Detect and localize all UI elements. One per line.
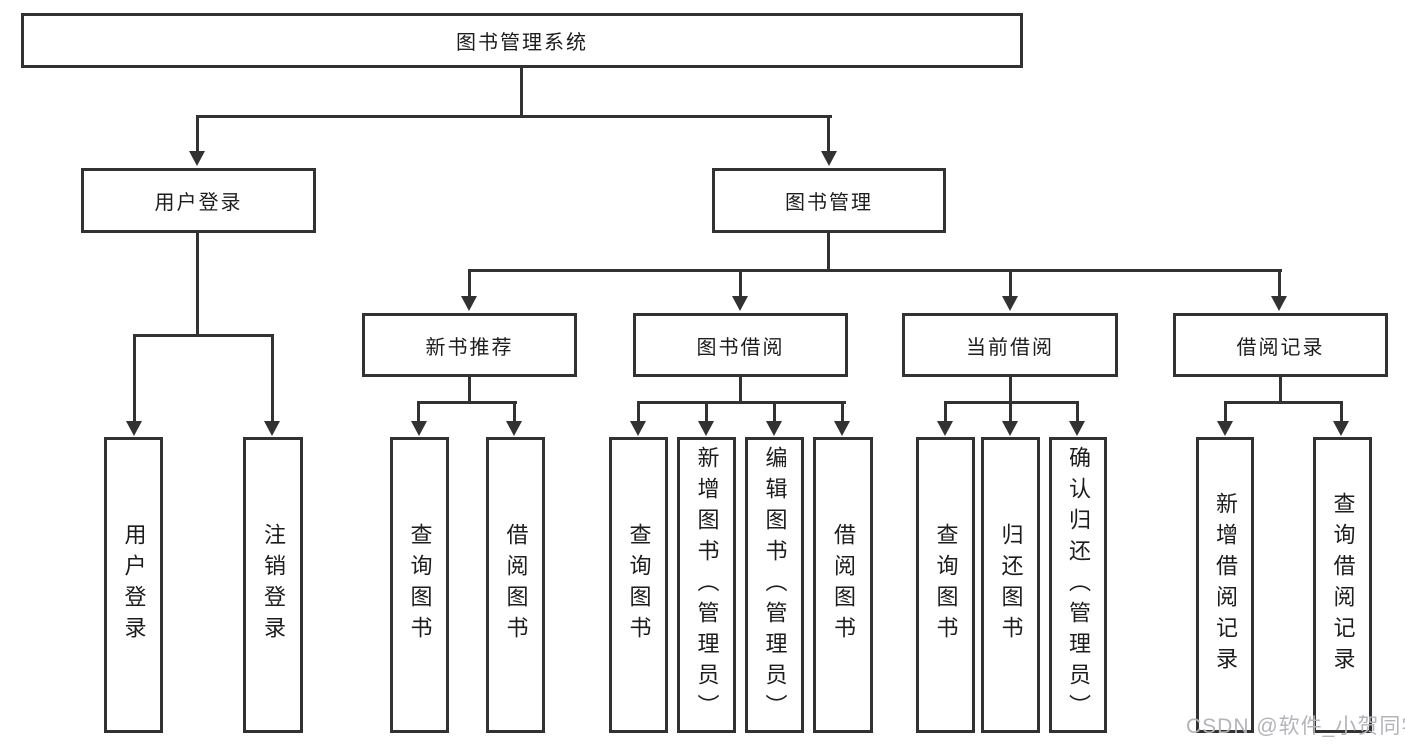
node-label: 当前借阅 — [966, 336, 1054, 359]
node-label: 编辑图书（管理员） — [762, 445, 788, 725]
connector-mgmt-stem — [827, 233, 830, 272]
connector-mgmt-drop-4 — [1278, 269, 1281, 297]
arrow-down-icon — [1271, 296, 1287, 311]
node-label: 用户登录 — [121, 523, 147, 647]
connector-login-stem — [196, 233, 199, 336]
connector-borrow-hline — [637, 401, 846, 404]
leaf-query-borrow-record: 查询借阅记录 — [1313, 437, 1372, 733]
leaf-confirm-return-admin: 确认归还（管理员） — [1049, 437, 1107, 733]
node-label: 查询图书 — [407, 523, 433, 647]
connector-borrow-drop-3 — [773, 401, 776, 422]
node-label: 查询图书 — [626, 523, 652, 647]
connector-current-stem — [1009, 377, 1012, 404]
connector-login-drop-1 — [133, 334, 136, 422]
arrow-down-icon — [834, 421, 850, 436]
node-label: 用户登录 — [154, 192, 243, 214]
arrow-down-icon — [1002, 421, 1018, 436]
node-label: 借阅图书 — [503, 523, 529, 647]
node-new-book-recommend: 新书推荐 — [362, 313, 577, 377]
leaf-add-book-admin: 新增图书（管理员） — [677, 437, 736, 733]
arrow-down-icon — [126, 421, 142, 436]
node-user-login: 用户登录 — [81, 168, 316, 233]
arrow-down-icon — [698, 421, 714, 436]
node-label: 新增借阅记录 — [1213, 492, 1238, 678]
node-book-borrowing: 图书借阅 — [633, 313, 848, 377]
leaf-query-book-recommend: 查询图书 — [390, 437, 449, 733]
leaf-query-book-current: 查询图书 — [916, 437, 975, 733]
connector-current-drop-2 — [1009, 401, 1012, 422]
arrow-down-icon — [937, 421, 953, 436]
connector-current-drop-1 — [944, 401, 947, 422]
connector-mgmt-hline — [468, 269, 1282, 272]
leaf-query-book-borrowing: 查询图书 — [609, 437, 668, 733]
connector-current-drop-3 — [1076, 401, 1079, 422]
connector-record-drop-2 — [1340, 401, 1343, 422]
node-label: 查询借阅记录 — [1330, 492, 1356, 678]
arrow-down-icon — [264, 421, 280, 436]
node-label: 图书管理系统 — [456, 32, 588, 54]
connector-mgmt-drop-1 — [468, 269, 471, 297]
node-label: 注销登录 — [261, 523, 286, 647]
connector-newbook-stem — [468, 377, 471, 404]
arrow-down-icon — [766, 421, 782, 436]
connector-record-hline — [1224, 401, 1343, 404]
leaf-logout: 注销登录 — [243, 437, 303, 733]
connector-root-right-drop — [827, 115, 830, 155]
connector-mgmt-drop-2 — [739, 269, 742, 297]
connector-record-drop-1 — [1224, 401, 1227, 422]
node-book-management: 图书管理 — [712, 168, 946, 233]
node-label: 借阅记录 — [1236, 336, 1325, 359]
leaf-borrow-book-recommend: 借阅图书 — [486, 437, 545, 733]
connector-newbook-drop-1 — [417, 401, 420, 422]
node-label: 归还图书 — [998, 523, 1024, 647]
node-label: 新增图书（管理员） — [694, 445, 720, 725]
connector-root-left-drop — [196, 115, 199, 155]
node-label: 图书管理 — [785, 192, 873, 214]
connector-login-hline — [133, 334, 274, 337]
leaf-add-borrow-record: 新增借阅记录 — [1196, 437, 1254, 733]
leaf-borrow-book-borrowing: 借阅图书 — [813, 437, 873, 733]
node-label: 查询图书 — [933, 523, 959, 647]
arrow-down-icon — [630, 421, 646, 436]
node-label: 图书借阅 — [696, 336, 785, 359]
node-current-borrowing: 当前借阅 — [902, 313, 1118, 377]
connector-mgmt-drop-3 — [1009, 269, 1012, 297]
connector-borrow-drop-4 — [841, 401, 844, 422]
connector-record-stem — [1279, 377, 1282, 404]
leaf-return-book: 归还图书 — [981, 437, 1040, 733]
arrow-down-icon — [1002, 296, 1018, 311]
node-label: 借阅图书 — [831, 523, 856, 647]
arrow-down-icon — [506, 421, 522, 436]
connector-borrow-drop-1 — [637, 401, 640, 422]
arrow-down-icon — [1217, 421, 1233, 436]
connector-newbook-hline — [417, 401, 517, 404]
leaf-user-login: 用户登录 — [104, 437, 163, 733]
connector-borrow-drop-2 — [705, 401, 708, 422]
connector-root-stem — [520, 68, 523, 118]
connector-borrow-stem — [739, 377, 742, 404]
node-root-library-system: 图书管理系统 — [21, 13, 1023, 68]
node-borrow-records: 借阅记录 — [1173, 313, 1388, 377]
arrow-down-icon — [411, 421, 427, 436]
arrow-down-icon — [189, 151, 205, 166]
arrow-down-icon — [1069, 421, 1085, 436]
node-label: 新书推荐 — [425, 336, 514, 359]
arrow-down-icon — [821, 151, 837, 166]
node-label: 确认归还（管理员） — [1066, 445, 1091, 725]
leaf-edit-book-admin: 编辑图书（管理员） — [745, 437, 804, 733]
csdn-watermark: CSDN @软件_小贺同学 — [1186, 715, 1405, 738]
arrow-down-icon — [732, 296, 748, 311]
connector-root-hline — [196, 115, 832, 118]
arrow-down-icon — [461, 296, 477, 311]
connector-newbook-drop-2 — [513, 401, 516, 422]
arrow-down-icon — [1333, 421, 1349, 436]
connector-login-drop-2 — [271, 334, 274, 422]
